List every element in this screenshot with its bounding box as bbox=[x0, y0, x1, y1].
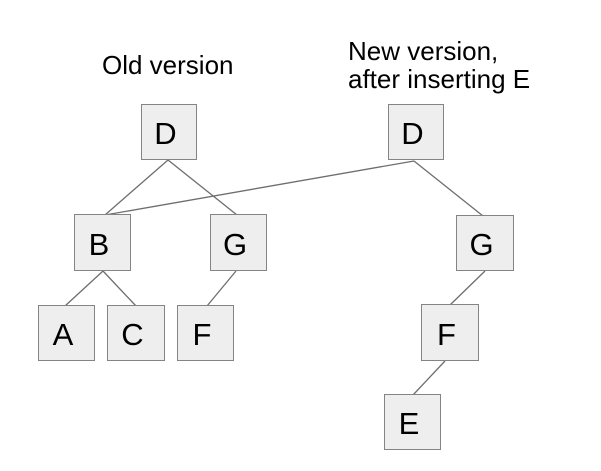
edge-old-D-to-old-B bbox=[104, 159, 169, 216]
tree-node-new-D: D bbox=[388, 104, 444, 160]
edge-new-G-to-new-F bbox=[449, 270, 486, 306]
tree-node-new-G: G bbox=[456, 215, 514, 271]
new-version-title: New version,after inserting E bbox=[348, 37, 530, 93]
tree-node-new-E: E bbox=[384, 394, 441, 450]
tree-node-label-new-F: F bbox=[437, 316, 456, 352]
tree-node-old-A: A bbox=[38, 305, 95, 361]
tree-node-old-D: D bbox=[141, 104, 197, 160]
new-version-title-line1: New version, bbox=[348, 36, 499, 66]
tree-node-label-old-A: A bbox=[52, 317, 74, 352]
edge-old-B-to-old-A bbox=[64, 270, 104, 307]
edge-old-B-to-old-C bbox=[102, 270, 137, 307]
tree-node-label-old-D: D bbox=[154, 116, 177, 151]
edge-new-F-to-new-E bbox=[412, 360, 446, 396]
tree-node-label-old-F: F bbox=[192, 317, 212, 352]
tree-node-old-C: C bbox=[107, 305, 165, 361]
old-version-title: Old version bbox=[102, 50, 234, 80]
tree-node-old-G: G bbox=[210, 214, 267, 271]
tree-node-label-new-D: D bbox=[401, 116, 424, 151]
tree-node-label-old-C: C bbox=[121, 317, 144, 352]
edge-old-G-to-old-F bbox=[206, 270, 237, 307]
tree-node-new-F: F bbox=[421, 304, 479, 361]
edge-new-D-to-old-B bbox=[104, 160, 415, 216]
tree-node-label-new-E: E bbox=[398, 406, 420, 441]
tree-node-label-new-G: G bbox=[469, 227, 494, 262]
tree-node-label-old-B: B bbox=[88, 226, 110, 262]
tree-node-old-B: B bbox=[74, 214, 131, 271]
tree-node-label-old-G: G bbox=[222, 226, 248, 262]
tree-node-old-F: F bbox=[177, 305, 234, 361]
edge-old-D-to-old-G bbox=[167, 159, 238, 216]
new-version-title-line2: after inserting E bbox=[348, 64, 531, 94]
edge-new-D-to-new-G bbox=[413, 160, 484, 217]
